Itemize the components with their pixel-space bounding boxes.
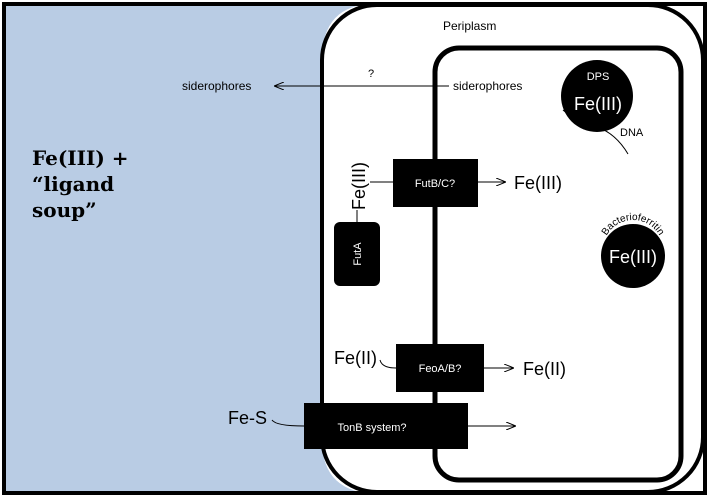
bacterioferritin-fe3-label: Fe(III) — [609, 247, 657, 267]
dps-label: DPS — [587, 71, 610, 83]
feoab-transporter — [396, 344, 484, 392]
periplasm-label: Periplasm — [443, 19, 496, 33]
fes-label: Fe-S — [228, 408, 267, 428]
tonb-label: TonB system? — [337, 422, 406, 434]
fe3-periplasm-label: Fe(III) — [349, 162, 369, 210]
fe2-cytoplasm-label: Fe(II) — [523, 359, 566, 379]
dps-protein — [561, 60, 633, 132]
tonb-system — [304, 403, 468, 449]
dps-fe3-label: Fe(III) — [574, 94, 622, 114]
medium-label-line2: “ligand — [32, 172, 114, 196]
siderophores-inside-label: siderophores — [453, 79, 522, 93]
dna-label: DNA — [620, 127, 644, 139]
question-mark-label: ? — [368, 68, 374, 80]
futa-label: FutA — [352, 242, 364, 266]
bacterioferritin-protein — [601, 224, 665, 288]
futbc-label: FutB/C? — [415, 178, 455, 190]
feoab-label: FeoA/B? — [419, 363, 462, 375]
dna-strand — [562, 109, 629, 155]
fes-to-tonb-line — [271, 419, 305, 427]
fe2-to-feoab-line — [379, 359, 397, 369]
medium-label-line1: Fe(III) + — [32, 146, 129, 170]
inner-membrane — [432, 45, 684, 483]
medium-label-line3: soup” — [32, 198, 97, 222]
outer-membrane — [320, 3, 705, 494]
fe2-periplasm-label: Fe(II) — [334, 348, 377, 368]
fe3-cytoplasm-label: Fe(III) — [514, 173, 562, 193]
extracellular-medium — [4, 4, 380, 494]
futa-protein — [334, 222, 380, 286]
siderophores-outside-label: siderophores — [182, 79, 251, 93]
futbc-transporter — [393, 159, 478, 207]
